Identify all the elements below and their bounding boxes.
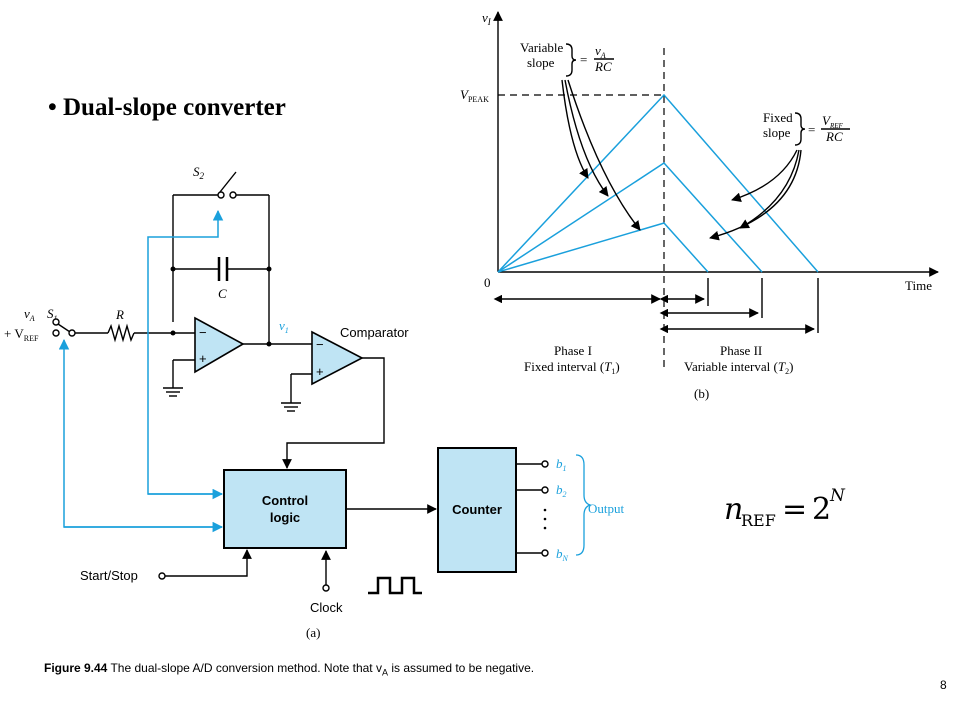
fixed-slope-brace [794, 112, 806, 146]
phase2-label: Phase II [720, 343, 762, 358]
formula-equals: = [782, 492, 807, 527]
ramp-low [497, 222, 709, 273]
s2-contact-left [217, 191, 225, 199]
bit-terminal [541, 549, 549, 557]
output-label: Output [588, 501, 625, 516]
variable-slope-den: RC [594, 59, 612, 74]
ramp-mid [497, 162, 763, 273]
control-logic-label-2: logic [270, 510, 300, 525]
comparator-to-control-wire [282, 357, 385, 469]
comparator-opamp [311, 330, 364, 386]
fixed-slope-label: Fixed [763, 110, 793, 125]
c-label: C [218, 286, 227, 301]
phase1-label: Phase I [554, 343, 592, 358]
variable-arrow-1 [561, 79, 589, 179]
s1-contact-vref [52, 329, 60, 337]
start-stop-wire [165, 549, 252, 577]
junction-dot [170, 330, 176, 336]
fixed-arrow-1 [731, 149, 798, 203]
fixed-slope-eq: = [808, 122, 815, 137]
variable-slope-num: vA [595, 43, 606, 60]
variable-arrow-2 [564, 79, 609, 197]
ellipsis-dot [543, 526, 547, 530]
junction-dot [266, 341, 272, 347]
v1-label: v1 [279, 318, 289, 335]
fixed-slope-label-2: slope [763, 125, 791, 140]
n-ref-formula: n REF = 2 N [724, 486, 846, 530]
caption-figure-label: Figure 9.44 [44, 661, 108, 675]
bit-label-2: b2 [556, 482, 567, 499]
s2-contact-right [229, 191, 237, 199]
formula-exponent: N [829, 486, 846, 506]
formula-n-sub: REF [741, 511, 776, 530]
slide-title: • Dual-slope converter [48, 94, 286, 121]
page-number: 8 [940, 678, 947, 692]
fixed-arrow-3 [709, 149, 802, 241]
formula-base: 2 [812, 492, 831, 527]
origin-label: 0 [484, 275, 491, 290]
clock-label: Clock [310, 600, 343, 615]
control-logic-block [223, 469, 347, 549]
formula-n: n [724, 492, 743, 527]
counter-label: Counter [452, 502, 502, 517]
variable-slope-label-2: slope [527, 55, 555, 70]
output-brace [575, 454, 593, 556]
variable-arrow-3 [567, 79, 641, 231]
vpeak-label: VPEAK [460, 87, 489, 104]
s1-pivot [68, 329, 76, 337]
x-axis-label: Time [905, 278, 932, 293]
clock-terminal [322, 584, 330, 592]
variable-slope-brace [565, 43, 577, 77]
control-logic-label: Control [262, 493, 308, 508]
s1-blade [57, 323, 71, 333]
variable-slope-label: Variable [520, 40, 564, 55]
r-label: R [115, 307, 124, 322]
opamp-minus: − [199, 325, 207, 340]
va-label: vA [24, 306, 35, 323]
s2-label: S2 [193, 164, 205, 181]
y-axis-label: vI [482, 10, 492, 27]
timing-graph: vI Time 0 VPEAK Variable slope = vA RC F… [460, 10, 939, 401]
ramp-high [497, 93, 819, 273]
bit-terminal [541, 460, 549, 468]
graph-sublabel: (b) [694, 386, 709, 401]
bit-label-n: bN [556, 546, 569, 563]
figure-caption: Figure 9.44 The dual-slope A/D conversio… [44, 661, 534, 677]
phase1-interval-label: Fixed interval (T1) [524, 359, 620, 376]
s2-blade [219, 171, 237, 193]
fixed-slope-num: VREF [822, 113, 844, 130]
integrator-opamp [194, 316, 245, 374]
vref-label: + VREF [4, 326, 39, 343]
caption-text-2: is assumed to be negative. [387, 661, 535, 675]
phase2-interval-label: Variable interval (T2) [684, 359, 793, 376]
circuit-diagram: S2 C vA S1 + VREF R − + [4, 164, 625, 640]
caption-text: The dual-slope A/D conversion method. No… [107, 661, 382, 675]
ellipsis-dot [543, 517, 547, 521]
counter-block [437, 447, 517, 573]
opamp-plus: + [199, 351, 207, 366]
start-stop-terminal [158, 572, 166, 580]
resistor [107, 323, 135, 343]
junction-dot [266, 266, 272, 272]
comparator-plus: + [316, 364, 324, 379]
clock-waveform-icon [368, 576, 422, 595]
start-stop-label: Start/Stop [80, 568, 138, 583]
circuit-sublabel: (a) [306, 625, 320, 640]
comparator-minus: − [316, 337, 324, 352]
junction-dot [170, 266, 176, 272]
ellipsis-dot [543, 508, 547, 512]
fixed-slope-den: RC [825, 129, 843, 144]
variable-slope-eq: = [580, 52, 587, 67]
s1-contact-va [52, 318, 60, 326]
bit-terminal [541, 486, 549, 494]
bit-label-1: b1 [556, 456, 567, 473]
caption-sub: A [381, 667, 388, 678]
comparator-label: Comparator [340, 325, 409, 340]
